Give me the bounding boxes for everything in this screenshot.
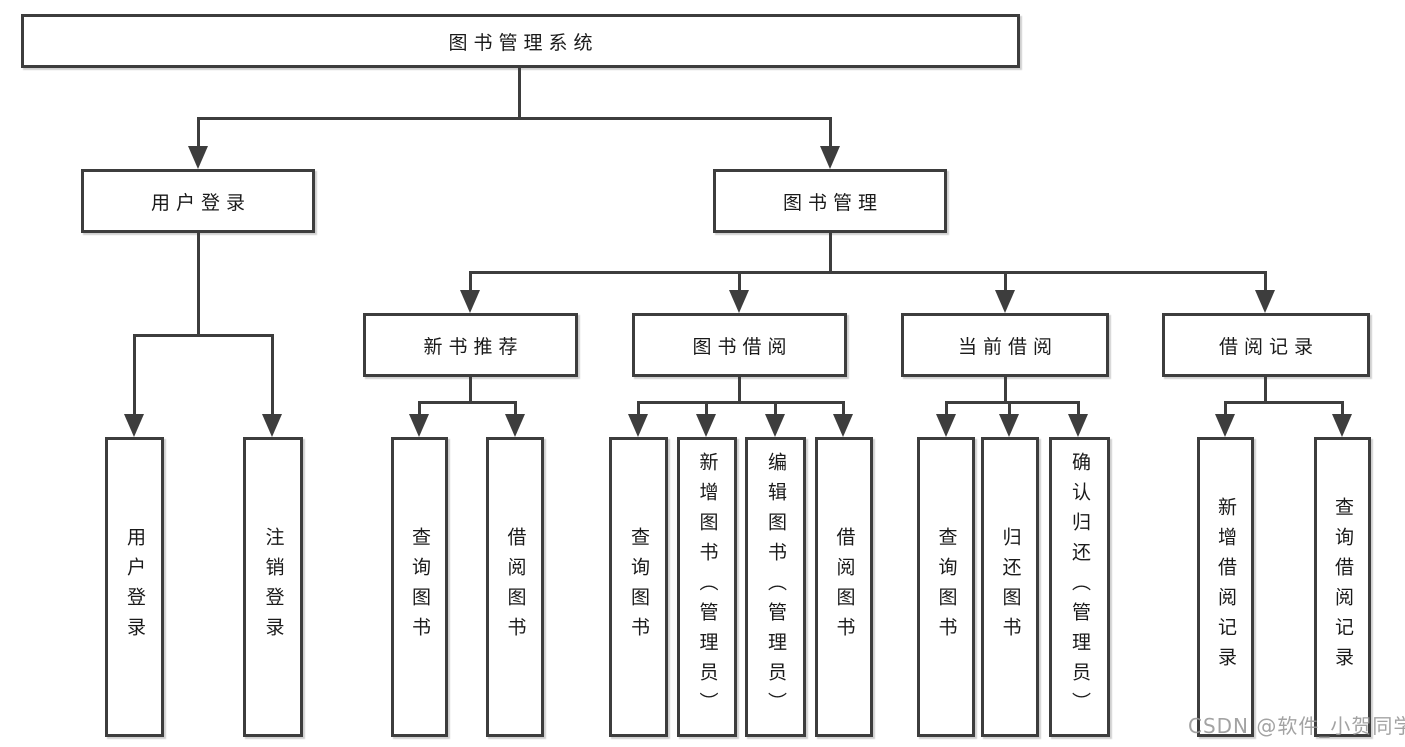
connector-drop [469,271,472,293]
connector-bar [1224,401,1344,404]
connector-drop [1224,401,1227,417]
arrowhead-down-icon [729,290,749,313]
connector-drop [197,117,200,149]
connector-bar [637,401,845,404]
connector-drop [1264,271,1267,293]
connector-drop [637,401,640,417]
leaf-edit-book-admin: 编辑图书（管理员） [745,437,806,737]
connector-drop [514,401,517,417]
arrowhead-down-icon [505,414,525,437]
connector-bar [197,117,831,120]
connector-drop [945,401,948,417]
leaf-confirm-return-admin: 确认归还（管理员） [1049,437,1110,737]
connector-drop [705,401,708,417]
node-new-book-recommend: 新书推荐 [363,313,578,377]
connector-drop [1341,401,1344,417]
connector-drop [829,117,832,149]
arrowhead-down-icon [833,414,853,437]
arrowhead-down-icon [262,414,282,437]
connector-stub [197,233,200,336]
leaf-query-books-1: 查询图书 [391,437,448,737]
node-user-login: 用户登录 [81,169,315,233]
arrowhead-down-icon [188,146,208,169]
leaf-add-borrow-record: 新增借阅记录 [1197,437,1254,737]
connector-drop [1077,401,1080,417]
connector-drop [774,401,777,417]
arrowhead-down-icon [1215,414,1235,437]
leaf-query-books-2: 查询图书 [609,437,668,737]
connector-stub [829,233,832,274]
arrowhead-down-icon [460,290,480,313]
leaf-borrow-books-1: 借阅图书 [486,437,544,737]
arrowhead-down-icon [1068,414,1088,437]
node-root-library-management-system: 图书管理系统 [21,14,1020,68]
node-current-borrowing: 当前借阅 [901,313,1109,377]
connector-drop [1008,401,1011,417]
connector-bar [469,271,1267,274]
connector-stub [518,67,521,118]
leaf-logout: 注销登录 [243,437,303,737]
connector-stub [469,377,472,404]
connector-bar [418,401,517,404]
watermark: CSDN @软件_小贺同学 [1188,714,1405,738]
arrowhead-down-icon [936,414,956,437]
connector-bar [945,401,1080,404]
arrowhead-down-icon [409,414,429,437]
leaf-query-books-3: 查询图书 [917,437,975,737]
leaf-return-book: 归还图书 [981,437,1039,737]
connector-drop [271,334,274,417]
arrowhead-down-icon [1255,290,1275,313]
connector-stub [738,377,741,404]
arrowhead-down-icon [765,414,785,437]
arrowhead-down-icon [999,414,1019,437]
node-book-borrowing: 图书借阅 [632,313,847,377]
arrowhead-down-icon [820,146,840,169]
arrowhead-down-icon [995,290,1015,313]
connector-stub [1264,377,1267,404]
arrowhead-down-icon [696,414,716,437]
leaf-add-book-admin: 新增图书（管理员） [677,437,737,737]
arrowhead-down-icon [628,414,648,437]
connector-drop [1004,271,1007,293]
connector-drop [738,271,741,293]
connector-bar [133,334,273,337]
node-book-management: 图书管理 [713,169,947,233]
arrowhead-down-icon [124,414,144,437]
leaf-user-login: 用户登录 [105,437,164,737]
connector-drop [842,401,845,417]
arrowhead-down-icon [1332,414,1352,437]
connector-drop [418,401,421,417]
connector-stub [1004,377,1007,404]
leaf-borrow-books-2: 借阅图书 [815,437,873,737]
leaf-query-borrow-record: 查询借阅记录 [1314,437,1371,737]
connector-drop [133,334,136,417]
node-borrowing-records: 借阅记录 [1162,313,1370,377]
